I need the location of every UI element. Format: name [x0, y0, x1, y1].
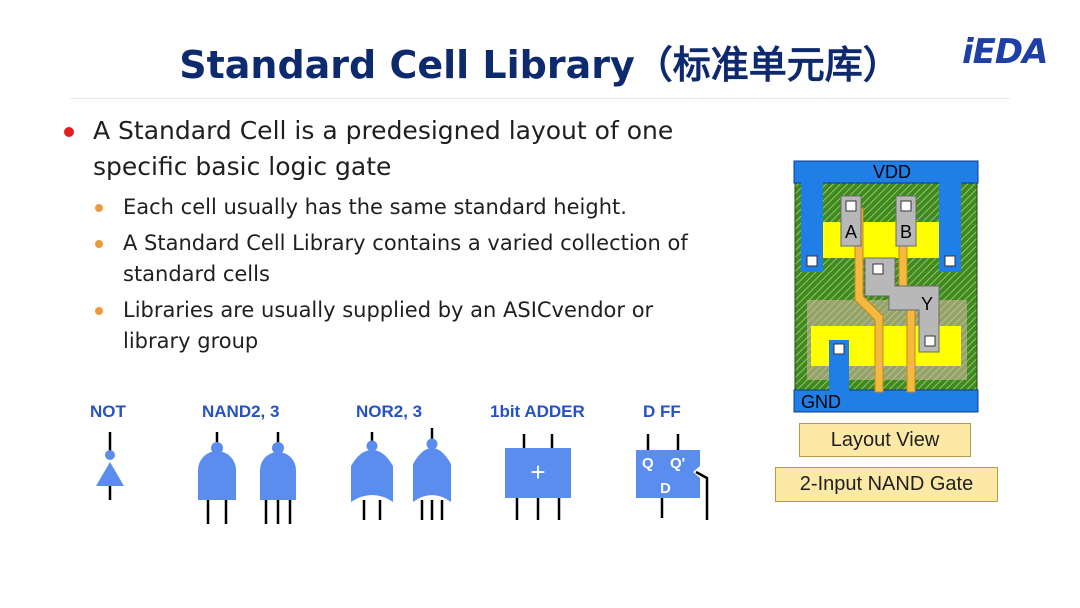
dff-qbar-label: Q': [670, 455, 685, 472]
dff-d-label: D: [660, 480, 671, 497]
dff-q-label: Q: [642, 455, 654, 472]
adder-plus-symbol: +: [530, 457, 545, 487]
gnd-label: GND: [801, 392, 841, 412]
sub-bullet-1: Each cell usually has the same standard …: [123, 195, 627, 219]
sub-bullet-dot: [95, 240, 103, 248]
nand-layout-view: VDD GND A B Y: [793, 160, 979, 413]
sub-bullet-2-line1: A Standard Cell Library contains a varie…: [123, 231, 688, 255]
bullet-main-line1: A Standard Cell is a predesigned layout …: [93, 116, 674, 145]
cell-label-nor: NOR2, 3: [356, 402, 423, 421]
slide-title: Standard Cell Library（标准单元库）: [179, 43, 901, 87]
nand-gate-caption: 2-Input NAND Gate: [775, 467, 998, 502]
sub-bullet-3-line1: Libraries are usually supplied by an ASI…: [123, 298, 654, 322]
sub-bullet-dot: [95, 204, 103, 212]
sub-bullet-3-line2: library group: [123, 329, 259, 353]
cell-label-not: NOT: [90, 402, 126, 421]
pin-y-label: Y: [921, 294, 933, 314]
bullet-dot: [64, 127, 74, 137]
cell-symbols: + Q Q' D: [96, 428, 709, 524]
layout-view-caption: Layout View: [799, 423, 971, 457]
pin-a-label: A: [845, 222, 857, 242]
cell-label-nand: NAND2, 3: [202, 402, 280, 421]
pin-b-label: B: [900, 222, 912, 242]
sub-bullet-dot: [95, 307, 103, 315]
vdd-label: VDD: [873, 162, 911, 182]
bullet-main-line2: specific basic logic gate: [93, 152, 392, 181]
title-divider: [70, 98, 1010, 99]
ieda-logo: iEDA: [962, 32, 1048, 72]
cell-label-dff: D FF: [643, 402, 681, 421]
sub-bullet-2-line2: standard cells: [123, 262, 270, 286]
cell-label-adder: 1bit ADDER: [490, 402, 585, 421]
